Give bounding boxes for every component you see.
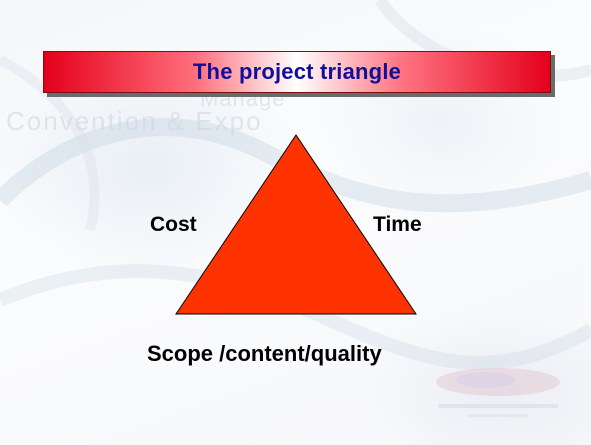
slide-title: The project triangle xyxy=(192,59,402,84)
title-bar: The project triangle xyxy=(43,51,551,93)
label-scope-content-quality: Scope /content/quality xyxy=(147,341,382,366)
faded-logo-watermark xyxy=(436,368,560,417)
label-cost: Cost xyxy=(150,213,197,236)
label-time: Time xyxy=(373,213,422,236)
project-triangle xyxy=(175,134,417,315)
